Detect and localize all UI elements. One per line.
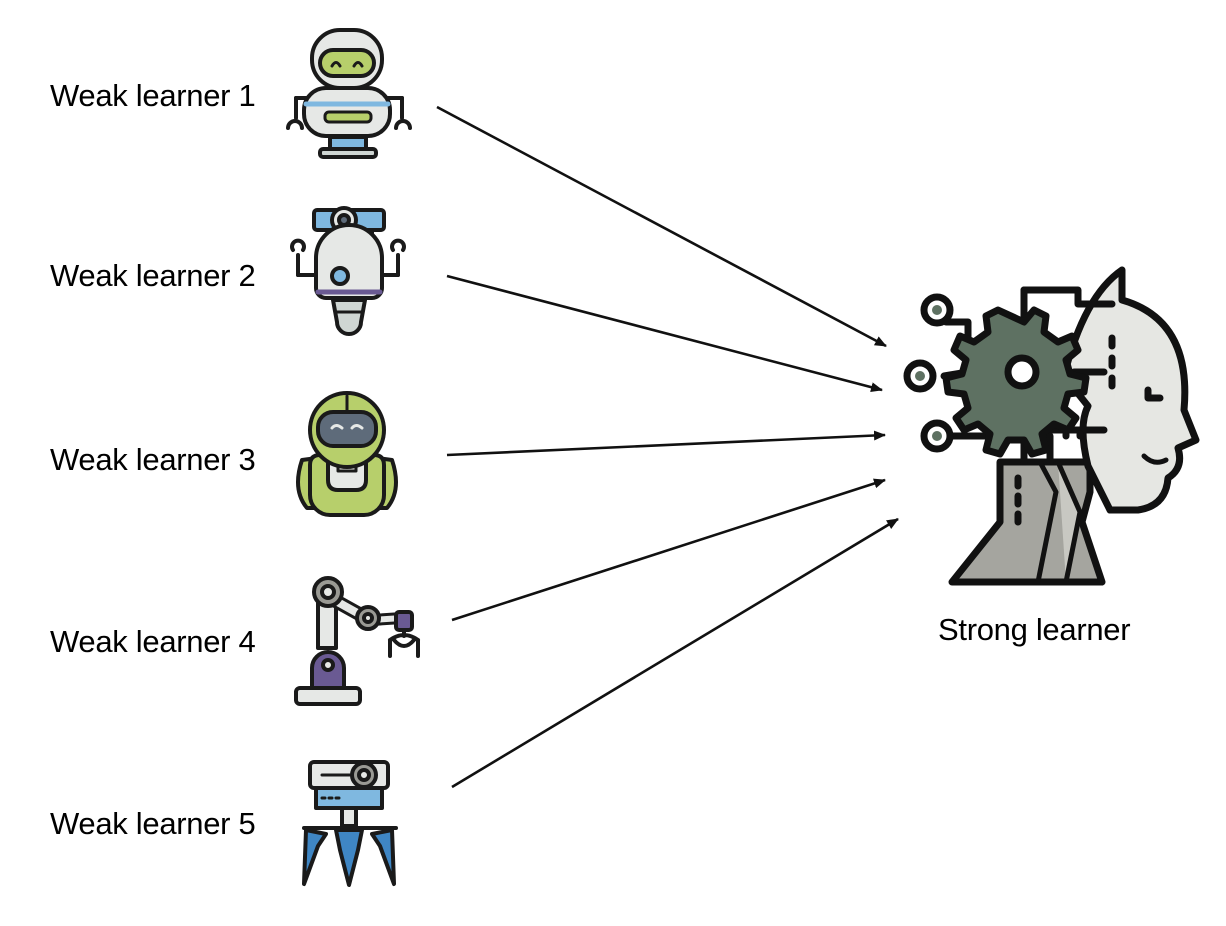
arrow-3 [446,430,886,457]
weak-learner-5-label: Weak learner 5 [50,806,256,841]
robot-round-icon [296,391,398,517]
ai-head-gear-icon [903,266,1200,586]
weak-learner-2-label: Weak learner 2 [50,258,256,293]
weak-learner-4-label: Weak learner 4 [50,624,256,659]
arrow-4 [451,478,886,622]
robotic-arm-icon [294,576,420,706]
robotic-claw-icon [302,760,398,887]
arrow-5 [451,517,899,789]
weak-learner-3-label: Weak learner 3 [50,442,256,477]
arrow-2 [446,274,883,393]
weak-learner-1-label: Weak learner 1 [50,78,256,113]
strong-learner-label: Strong learner [938,612,1131,647]
robot-eye-icon [290,206,406,336]
robot-icon [286,28,412,159]
arrow-1 [436,105,887,348]
